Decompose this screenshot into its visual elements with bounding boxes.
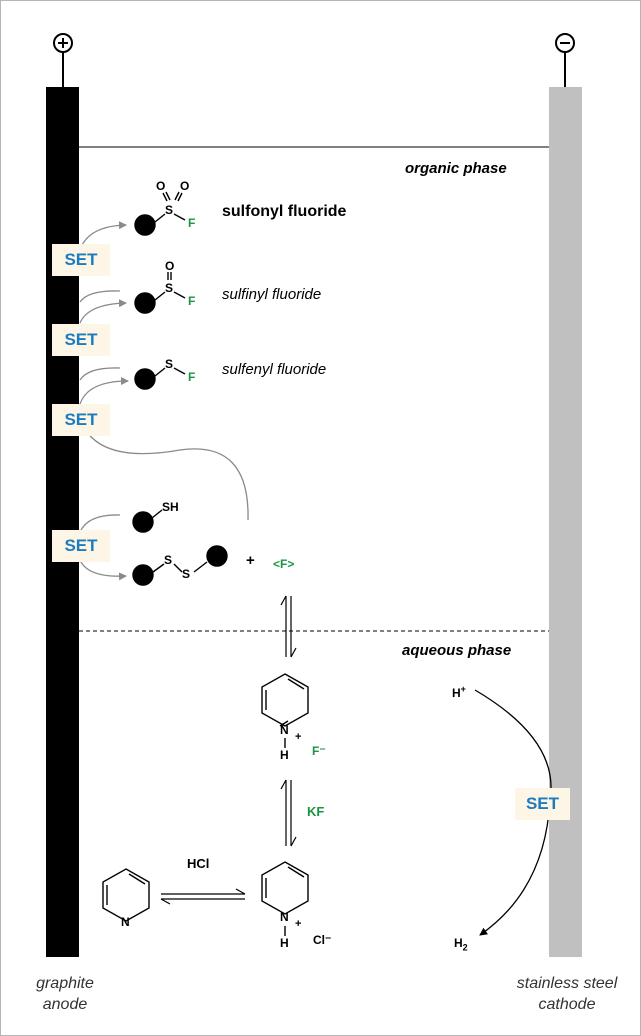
pyridinium-chloride-ring <box>261 861 309 936</box>
thiol-sh: SH <box>162 500 179 514</box>
sulfinyl-fluoride-structure <box>134 272 186 314</box>
sulfonyl-o-right: O <box>180 179 190 193</box>
aqueous-phase-label: aqueous phase <box>402 642 512 659</box>
disulfide-structure <box>132 545 228 586</box>
set-box-2: SET <box>52 324 110 356</box>
sulfenyl-fluoride-structure <box>134 367 186 390</box>
disulfide-s2: S <box>182 567 191 581</box>
sulfonyl-fluoride-structure <box>134 191 186 236</box>
fluoride-anion: F⁻ <box>312 744 326 758</box>
sulfenyl-f: F <box>188 370 196 384</box>
sulfonyl-f: F <box>188 216 196 230</box>
set-box-1: SET <box>52 244 110 276</box>
kf-label: KF <box>307 804 325 819</box>
anode-caption: graphite anode <box>36 975 94 1013</box>
sulfinyl-fluoride-label: sulfinyl fluoride <box>222 286 322 303</box>
set-box-cathode: SET <box>515 788 570 820</box>
sulfonyl-s: S <box>165 203 174 217</box>
hcl-label: HCl <box>187 856 210 871</box>
stainless-steel-cathode <box>549 87 582 957</box>
set-box-4: SET <box>52 530 110 562</box>
pyridinium-fluoride-ring <box>261 673 309 748</box>
thiol-structure <box>132 509 163 533</box>
graphite-anode <box>46 87 79 957</box>
sulfenyl-fluoride-label: sulfenyl fluoride <box>222 361 327 378</box>
cathode-caption: stainless steel cathode <box>516 975 618 1013</box>
pyridine-ring <box>102 868 150 922</box>
pyridinium-cl-charge: + <box>295 918 302 930</box>
equilibrium-organic-aqueous <box>280 595 297 658</box>
hydrogen-gas-label: H2 <box>454 936 468 953</box>
plus-sign: + <box>246 552 255 569</box>
organic-phase-label: organic phase <box>405 160 507 177</box>
anode-terminal <box>53 33 73 87</box>
pyridinium-cl-h: H <box>280 936 289 950</box>
disulfide-s1: S <box>164 553 173 567</box>
sulfonyl-fluoride-label: sulfonyl fluoride <box>222 203 347 220</box>
sulfenyl-s: S <box>165 357 174 371</box>
chloride-anion: Cl⁻ <box>313 933 332 947</box>
pyridinium-f-charge: + <box>295 731 302 743</box>
sulfinyl-f: F <box>188 294 196 308</box>
pyridine-n: N <box>121 915 130 929</box>
sulfonyl-o-left: O <box>156 179 166 193</box>
cathode-terminal <box>555 33 575 87</box>
set-box-3: SET <box>52 404 110 436</box>
equilibrium-hcl <box>160 888 246 905</box>
pyridinium-f-h: H <box>280 748 289 762</box>
equilibrium-kf <box>280 779 297 847</box>
sulfinyl-o: O <box>165 259 175 273</box>
sulfinyl-s: S <box>165 281 174 295</box>
fluoride-source-label: <F> <box>273 557 295 571</box>
pyridinium-cl-n: N <box>280 910 289 924</box>
set-arrows-anode <box>79 221 249 581</box>
proton-label: H+ <box>452 684 466 700</box>
pyridinium-f-n: N <box>280 723 289 737</box>
